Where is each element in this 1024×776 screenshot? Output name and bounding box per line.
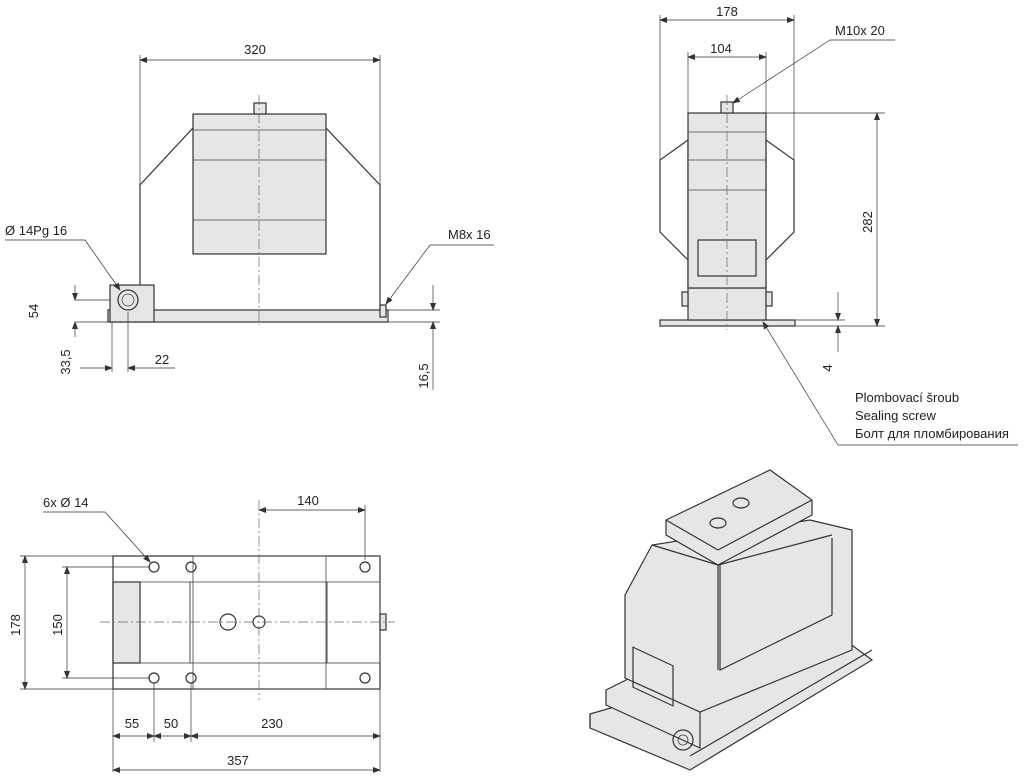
dim-320: 320 <box>244 42 266 57</box>
dim-50: 50 <box>164 716 178 731</box>
dim-178-side: 178 <box>716 4 738 19</box>
front-top-box <box>192 113 327 255</box>
iso-a-mark <box>709 517 727 529</box>
dim-22: 22 <box>155 352 169 367</box>
front-base-plate <box>107 309 389 323</box>
mount-hole <box>359 561 371 573</box>
side-view: 178 104 M10x 20 282 4 Plombovací šroub S… <box>659 4 1018 446</box>
dim-m8: M8x 16 <box>448 227 491 242</box>
dim-230: 230 <box>261 716 283 731</box>
front-view: 320 Ø 14Pg 16 M8x 16 54 33,5 22 16,5 <box>5 42 494 390</box>
note-sealing-cz: Plombovací šroub <box>855 390 959 405</box>
note-sealing-en: Sealing screw <box>855 408 937 423</box>
dim-16-5: 16,5 <box>416 363 431 388</box>
iso-top-bolt <box>732 497 750 509</box>
top-gland-block <box>112 581 141 664</box>
mount-hole <box>359 672 371 684</box>
dim-282: 282 <box>860 211 875 233</box>
side-base-plate <box>659 319 796 327</box>
mount-hole <box>148 672 160 684</box>
note-sealing-ru: Болт для пломбирования <box>855 426 1009 441</box>
front-top-bolt <box>253 102 267 115</box>
dim-holes: 6x Ø 14 <box>43 495 89 510</box>
mount-hole <box>185 561 197 573</box>
dim-150: 150 <box>50 614 65 636</box>
dim-m10: M10x 20 <box>835 23 885 38</box>
front-side-bolt <box>379 304 387 318</box>
dim-33-5: 33,5 <box>58 349 73 374</box>
dim-54: 54 <box>26 304 41 318</box>
dim-gland: Ø 14Pg 16 <box>5 223 67 238</box>
top-view: 6x Ø 14 140 178 150 55 50 230 357 <box>8 493 395 773</box>
dim-55: 55 <box>125 716 139 731</box>
dim-178-top: 178 <box>8 614 23 636</box>
dim-4: 4 <box>820 364 835 371</box>
isometric-view <box>589 469 874 771</box>
iso-cable-gland <box>672 729 694 751</box>
dim-357: 357 <box>227 753 249 768</box>
mount-hole <box>185 672 197 684</box>
dim-104: 104 <box>710 41 732 56</box>
mount-hole <box>148 561 160 573</box>
front-cable-gland <box>117 289 139 311</box>
top-base-outline <box>112 555 381 690</box>
dim-140: 140 <box>297 493 319 508</box>
